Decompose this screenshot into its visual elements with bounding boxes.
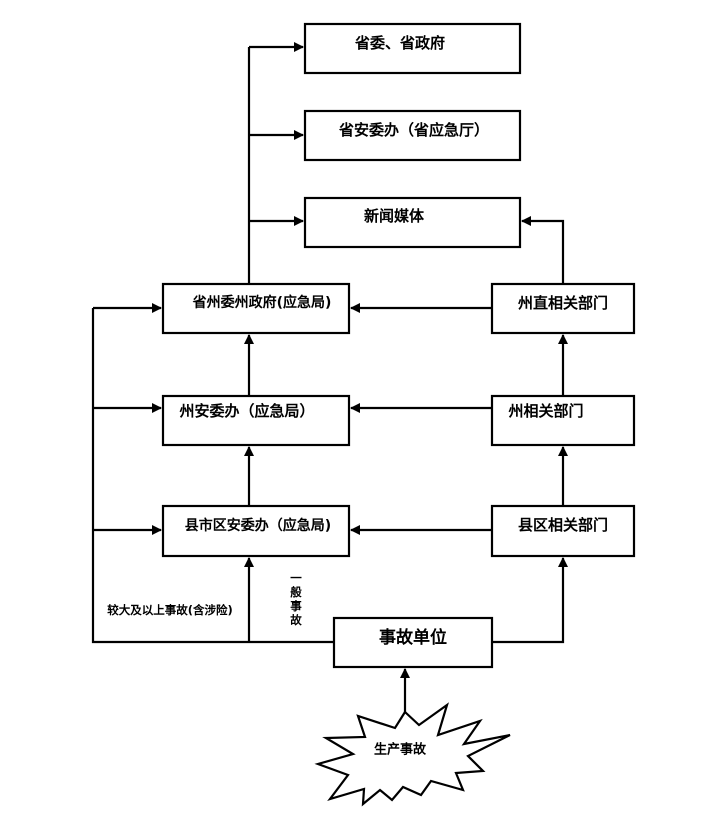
node-label: 生产事故 [374, 742, 427, 758]
node-label: 省安委办（省应急厅） [338, 121, 489, 139]
edge-label-major-accident: 较大及以上事故(含涉险) [107, 603, 233, 617]
node-prefecture-direct-depts: 州直相关部门 [490, 282, 636, 335]
node-label: 州安委办（应急局） [178, 402, 314, 420]
node-provincial-safety-office: 省安委办（省应急厅） [303, 109, 522, 162]
node-production-accident: 生产事故 [314, 702, 511, 807]
node-label: 州直相关部门 [517, 294, 608, 312]
node-label: 省委、省政府 [354, 34, 445, 52]
node-label: 县区相关部门 [518, 516, 608, 534]
node-label: 新闻媒体 [364, 207, 425, 225]
node-provincial-committee-gov: 省委、省政府 [303, 22, 522, 75]
node-prefecture-committee-gov: 省州委州政府(应急局) [161, 282, 351, 335]
node-label: 县市区安委办（应急局) [185, 517, 331, 534]
connectors [91, 42, 568, 712]
edge-accident-unit-to-county-depts [492, 557, 568, 644]
node-news-media: 新闻媒体 [303, 196, 522, 249]
node-prefecture-safety-office: 州安委办（应急局） [161, 394, 351, 447]
node-prefecture-depts: 州相关部门 [490, 394, 636, 447]
node-county-safety-office: 县市区安委办（应急局) [161, 504, 351, 558]
node-label: 省州委州政府(应急局) [192, 294, 332, 311]
edge-label-char: 事 [290, 599, 302, 613]
node-label: 州相关部门 [507, 402, 583, 420]
edge-label-general-accident: 一 般 事 故 [290, 571, 302, 627]
node-label: 事故单位 [379, 627, 447, 648]
edge-label-char: 一 [290, 571, 302, 585]
edge-label-char: 故 [290, 613, 302, 627]
edge-label-char: 般 [290, 585, 302, 599]
edge-accident-unit-bus-left [91, 308, 334, 644]
node-county-depts: 县区相关部门 [490, 504, 636, 558]
node-accident-unit: 事故单位 [332, 616, 494, 669]
edge-prefecture-direct-to-news-media [521, 216, 565, 284]
explosion-burst-shape [314, 702, 511, 807]
